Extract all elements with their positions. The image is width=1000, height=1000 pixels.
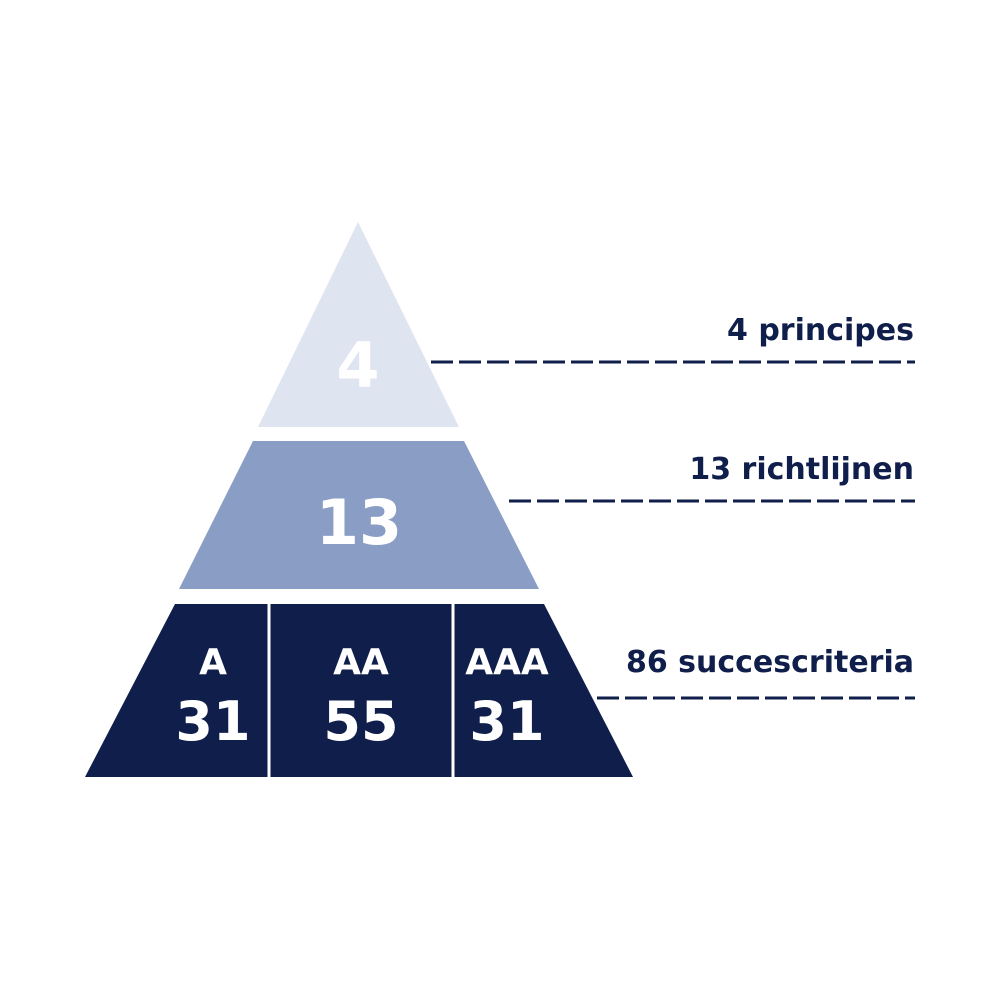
pyramid-tier-success-criteria: A 31 AA 55 AAA 31 (85, 604, 633, 777)
principles-count: 4 (336, 329, 379, 402)
tier-middle-shape (179, 441, 539, 589)
annotation-success-criteria: 86 succescriteria (597, 645, 915, 700)
pyramid-tier-principles: 4 (258, 222, 459, 427)
guidelines-count: 13 (316, 486, 402, 559)
principles-label: 4 principes (727, 313, 914, 348)
annotation-guidelines: 13 richtlijnen (509, 452, 915, 503)
level-aa-count: 55 (323, 690, 398, 753)
level-aaa-count: 31 (469, 690, 544, 753)
tier-bottom-shape (85, 604, 633, 777)
pyramid-tier-guidelines: 13 (179, 441, 539, 589)
level-aaa-label: AAA (465, 642, 549, 683)
annotation-principles: 4 principes (431, 313, 915, 364)
level-a-label: A (199, 642, 227, 683)
tier-top-shape (258, 222, 459, 427)
level-a-count: 31 (175, 690, 250, 753)
success-criteria-label: 86 succescriteria (626, 645, 914, 680)
level-aa-label: AA (333, 642, 389, 683)
guidelines-label: 13 richtlijnen (689, 452, 914, 487)
